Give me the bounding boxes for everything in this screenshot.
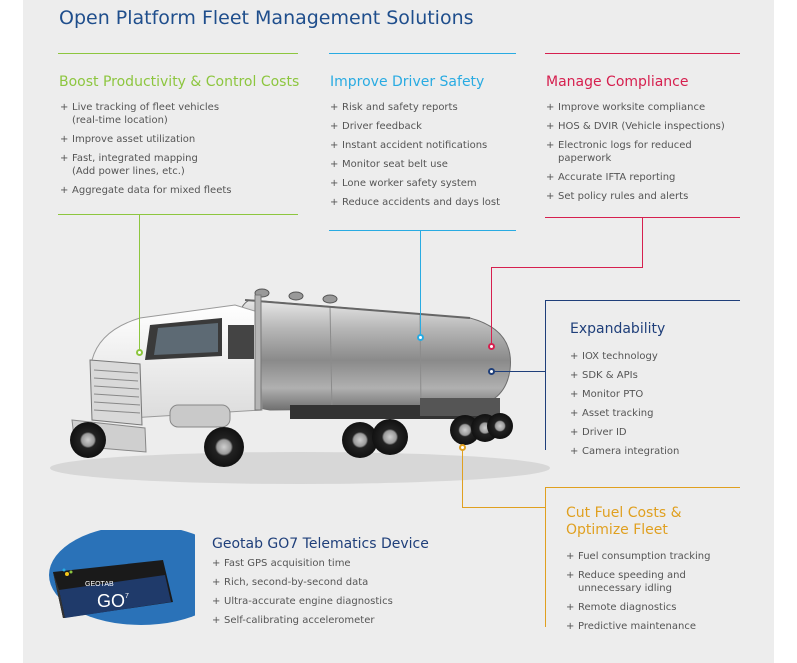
ground-shadow [50,452,550,484]
productivity-top-rule [58,53,298,54]
list-item: Driver feedback [330,120,520,133]
productivity-list: Live tracking of fleet vehicles (real-ti… [60,101,300,203]
list-item: Fast, integrated mapping (Add power line… [60,152,300,178]
compliance-title: Manage Compliance [546,74,689,90]
compliance-connector-c [491,267,492,345]
expandability-list: IOX technologySDK & APIsMonitor PTO Asset… [570,350,740,464]
list-item: Instant accident notifications [330,139,520,152]
safety-top-rule [329,53,516,54]
compliance-connector-a [642,217,643,268]
expandability-connector [492,371,545,372]
go7-device-illustration: GEOTAB GO 7 [49,530,195,625]
fuel-connector-a [462,448,463,508]
list-item: Predictive maintenance [566,620,741,633]
list-item: Fast GPS acquisition time [212,557,452,570]
expandability-top-rule [545,300,740,301]
compliance-top-rule [545,53,740,54]
device-title: Geotab GO7 Telematics Device [212,536,429,552]
list-item: Reduce accidents and days lost [330,196,520,209]
list-item: Fuel consumption tracking [566,550,741,563]
device-model-sup: 7 [125,593,129,600]
truck-wheels [70,413,513,467]
safety-connector [420,230,421,335]
list-item: Accurate IFTA reporting [546,171,741,184]
list-item: Electronic logs for reduced paperwork [546,139,741,165]
list-item: Rich, second-by-second data [212,576,452,589]
truck-grille [89,359,143,426]
list-item: Reduce speeding and unnecessary idling [566,569,741,595]
fuel-list: Fuel consumption trackingReduce speeding… [566,550,741,639]
safety-marker [417,334,424,341]
list-item: Improve worksite compliance [546,101,741,114]
fuel-title: Cut Fuel Costs & Optimize Fleet [566,505,682,538]
fuel-side-rule [545,487,546,627]
list-item: Aggregate data for mixed fleets [60,184,300,197]
tank-body [231,299,511,411]
productivity-connector [139,214,140,350]
list-item: Set policy rules and alerts [546,190,741,203]
safety-list: Risk and safety reportsDriver feedbackIn… [330,101,520,215]
device-brand-text: GEOTAB [85,581,114,588]
page-title: Open Platform Fleet Management Solutions [59,7,474,29]
expandability-title: Expandability [570,321,666,337]
fuel-connector-b [462,507,546,508]
compliance-list: Improve worksite complianceHOS & DVIR (V… [546,101,741,209]
list-item: IOX technology [570,350,740,363]
list-item: Asset tracking [570,407,740,420]
safety-title: Improve Driver Safety [330,74,485,90]
list-item: Remote diagnostics [566,601,741,614]
fuel-marker [459,444,466,451]
compliance-marker [488,343,495,350]
device-model-text: GO [97,591,125,611]
productivity-title: Boost Productivity & Control Costs [59,74,300,90]
list-item: HOS & DVIR (Vehicle inspections) [546,120,741,133]
fuel-top-rule [545,487,740,488]
list-item: Live tracking of fleet vehicles (real-ti… [60,101,300,127]
tank-hatches [244,288,471,319]
list-item: Monitor seat belt use [330,158,520,171]
expandability-side-rule [545,300,546,450]
device-list: Fast GPS acquisition timeRich, second-by… [212,557,452,633]
list-item: SDK & APIs [570,369,740,382]
list-item: Ultra-accurate engine diagnostics [212,595,452,608]
safety-bottom-rule [329,230,516,231]
list-item: Driver ID [570,426,740,439]
compliance-connector-b [491,267,643,268]
list-item: Monitor PTO [570,388,740,401]
expandability-marker [488,368,495,375]
list-item: Self-calibrating accelerometer [212,614,452,627]
list-item: Improve asset utilization [60,133,300,146]
productivity-marker [136,349,143,356]
list-item: Risk and safety reports [330,101,520,114]
list-item: Lone worker safety system [330,177,520,190]
productivity-bottom-rule [58,214,298,215]
list-item: Camera integration [570,445,740,458]
